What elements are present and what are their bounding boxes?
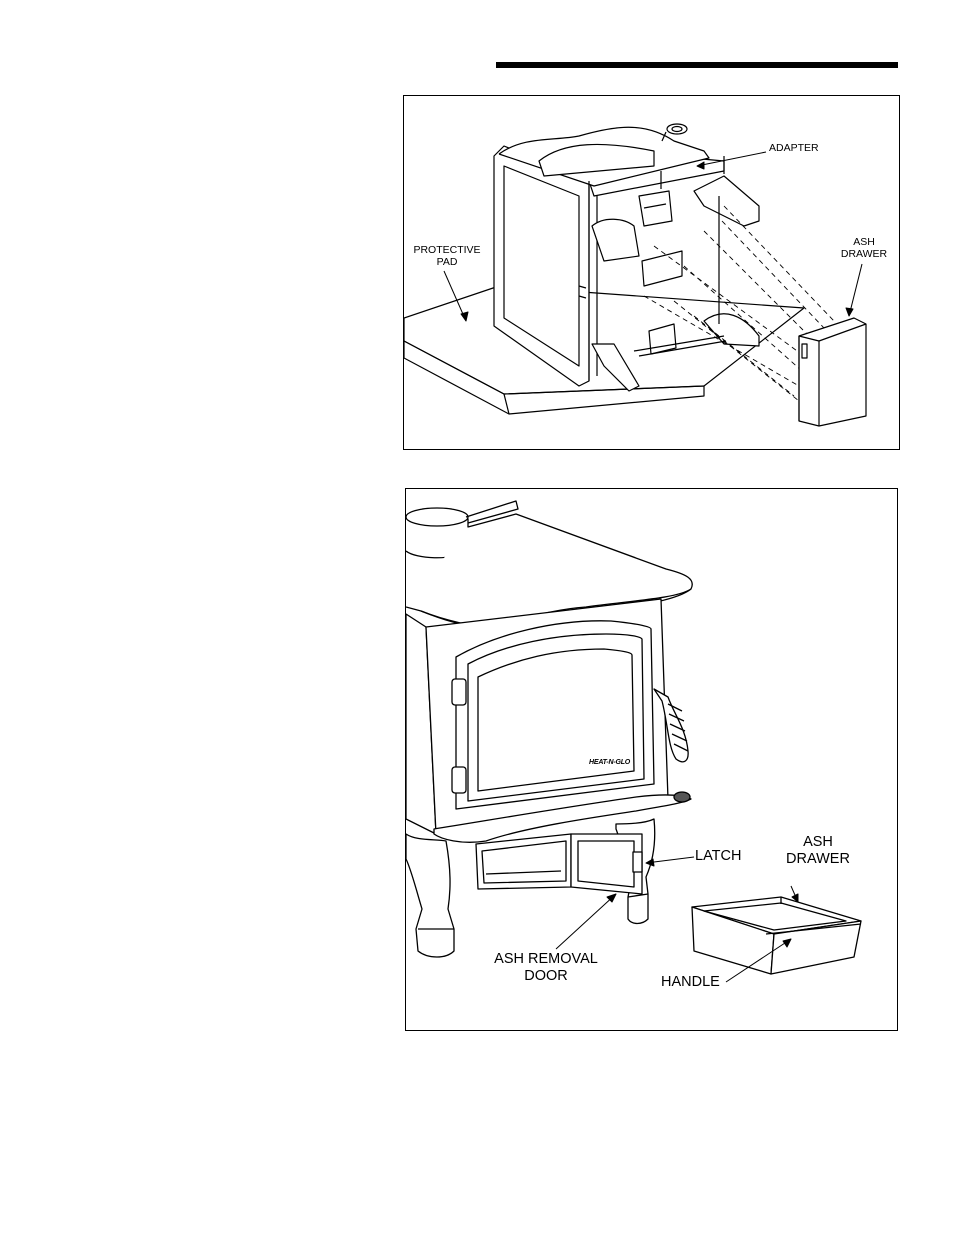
adapter-assembly-drawing <box>404 96 901 451</box>
ash-removal-door-label: ASH REMOVAL DOOR <box>481 951 611 984</box>
ash-drawer-label: ASH DRAWER <box>768 834 868 867</box>
ash-drawer-label: ASH DRAWER <box>832 236 896 260</box>
heat-n-glo-logo: HEAT-N-GLO <box>589 759 630 766</box>
figure-ash-removal: HEAT-N-GLO LATCH ASH DRAWER ASH REMOVAL … <box>405 488 898 1031</box>
protective-pad-label: PROTECTIVE PAD <box>409 244 485 268</box>
ash-drawer-shape <box>799 318 866 426</box>
handle-label: HANDLE <box>661 974 720 991</box>
adapter-label: ADAPTER <box>769 142 819 154</box>
ash-removal-door-shape <box>476 834 642 894</box>
figure-adapter-assembly: ADAPTER PROTECTIVE PAD ASH DRAWER <box>403 95 900 450</box>
latch-label: LATCH <box>695 848 741 865</box>
ash-drawer-shape <box>692 897 861 974</box>
stove-ash-removal-drawing <box>406 489 899 1032</box>
header-rule <box>496 62 898 68</box>
